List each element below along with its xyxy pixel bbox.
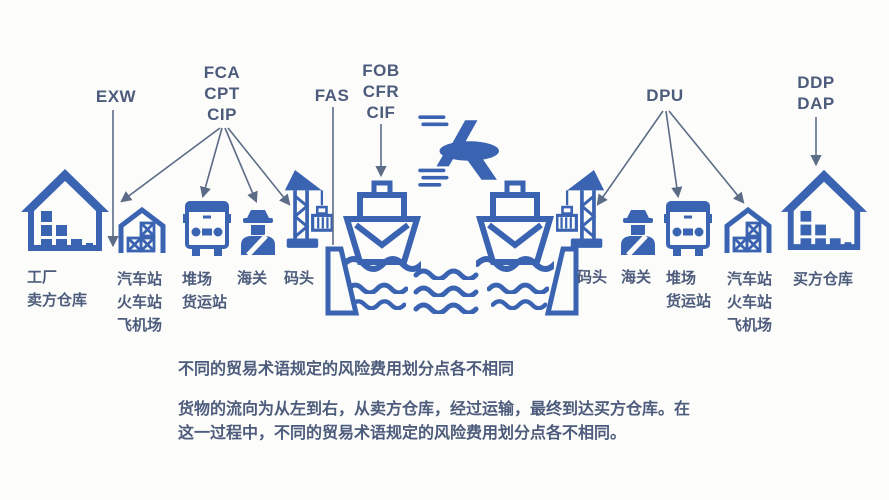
ship-left-icon — [343, 180, 421, 272]
term-fob-group: FOB CFR CIF — [355, 60, 407, 123]
term-ddp-label: DDP — [797, 73, 835, 92]
caption-dock-left: 码头 — [284, 270, 315, 287]
caption-terminal-right: 汽车站 火车站 飞机场 — [727, 271, 773, 334]
term-cpt-label: CPT — [204, 84, 240, 103]
term-fca-group: FCA CPT CIP — [196, 62, 248, 125]
fca-arrow-truck — [200, 127, 223, 199]
caption-factory: 工厂 卖方仓库 — [27, 269, 88, 309]
customs-officer-right-icon — [621, 210, 655, 255]
dpu-arrow-crane — [596, 110, 664, 206]
waves-right-row3 — [491, 299, 547, 310]
fca-arrow-terminal — [120, 127, 221, 203]
note-headline: 不同的贸易术语规定的风险费用划分点各不相同 — [178, 361, 515, 378]
caption-buyer-warehouse: 买方仓库 — [793, 271, 854, 288]
harbor-crane-right-icon — [556, 170, 605, 248]
term-cip-label: CIP — [207, 105, 237, 124]
note-body-line2: 这一过程中，不同的贸易术语规定的风险费用划分点各不相同。 — [178, 425, 627, 442]
term-fas-label: FAS — [314, 86, 350, 105]
waves-right-row2 — [487, 282, 549, 294]
caption-customs-left: 海关 — [237, 270, 268, 287]
truck-right-icon — [664, 201, 712, 256]
caption-dock-right: 码头 — [577, 269, 608, 286]
dpu-arrow-terminal — [668, 110, 745, 204]
term-dpu: DPU — [640, 85, 690, 106]
term-dpu-label: DPU — [646, 86, 684, 105]
term-fas: FAS — [308, 85, 356, 106]
term-fca-label: FCA — [203, 63, 241, 82]
term-fob-label: FOB — [362, 61, 400, 80]
fca-arrow-crane — [227, 127, 291, 206]
terminal-right-icon — [724, 206, 772, 253]
term-ddp-group: DDP DAP — [789, 72, 843, 114]
term-dap-label: DAP — [797, 94, 835, 113]
buyer-warehouse-icon — [780, 169, 868, 251]
caption-customs-right: 海关 — [621, 269, 652, 286]
dpu-arrow-truck — [665, 110, 683, 199]
caption-yard-right: 堆场 货运站 — [666, 270, 712, 310]
fca-arrow-customs — [224, 127, 258, 204]
ship-right-icon — [476, 180, 554, 272]
waves-middle-row1 — [413, 268, 479, 280]
note-body-line1: 货物的流向为从左到右，从卖方仓库，经过运输，最终到达买方仓库。在 — [178, 401, 691, 418]
airplane-icon — [418, 115, 499, 187]
dock-wall-right-icon — [545, 246, 579, 316]
waves-middle-row2 — [413, 285, 479, 297]
waves-left-row3 — [350, 299, 406, 310]
note-body: 货物的流向为从左到右，从卖方仓库，经过运输，最终到达买方仓库。在 这一过程中，不… — [178, 398, 690, 446]
truck-left-icon — [183, 201, 231, 256]
dock-wall-left-icon — [325, 246, 359, 316]
waves-left-row2 — [346, 282, 408, 294]
waves-middle-row3 — [413, 302, 479, 314]
caption-terminal-left: 汽车站 火车站 飞机场 — [117, 271, 163, 334]
terminal-left-icon — [118, 206, 166, 253]
customs-officer-left-icon — [241, 210, 275, 255]
term-cif-label: CIF — [366, 103, 396, 122]
term-exw-label: EXW — [95, 87, 137, 106]
factory-warehouse-icon — [21, 169, 109, 251]
harbor-crane-left-icon — [284, 170, 333, 248]
caption-yard-left: 堆场 货运站 — [182, 271, 228, 311]
term-cfr-label: CFR — [362, 82, 400, 101]
term-exw: EXW — [92, 86, 140, 107]
